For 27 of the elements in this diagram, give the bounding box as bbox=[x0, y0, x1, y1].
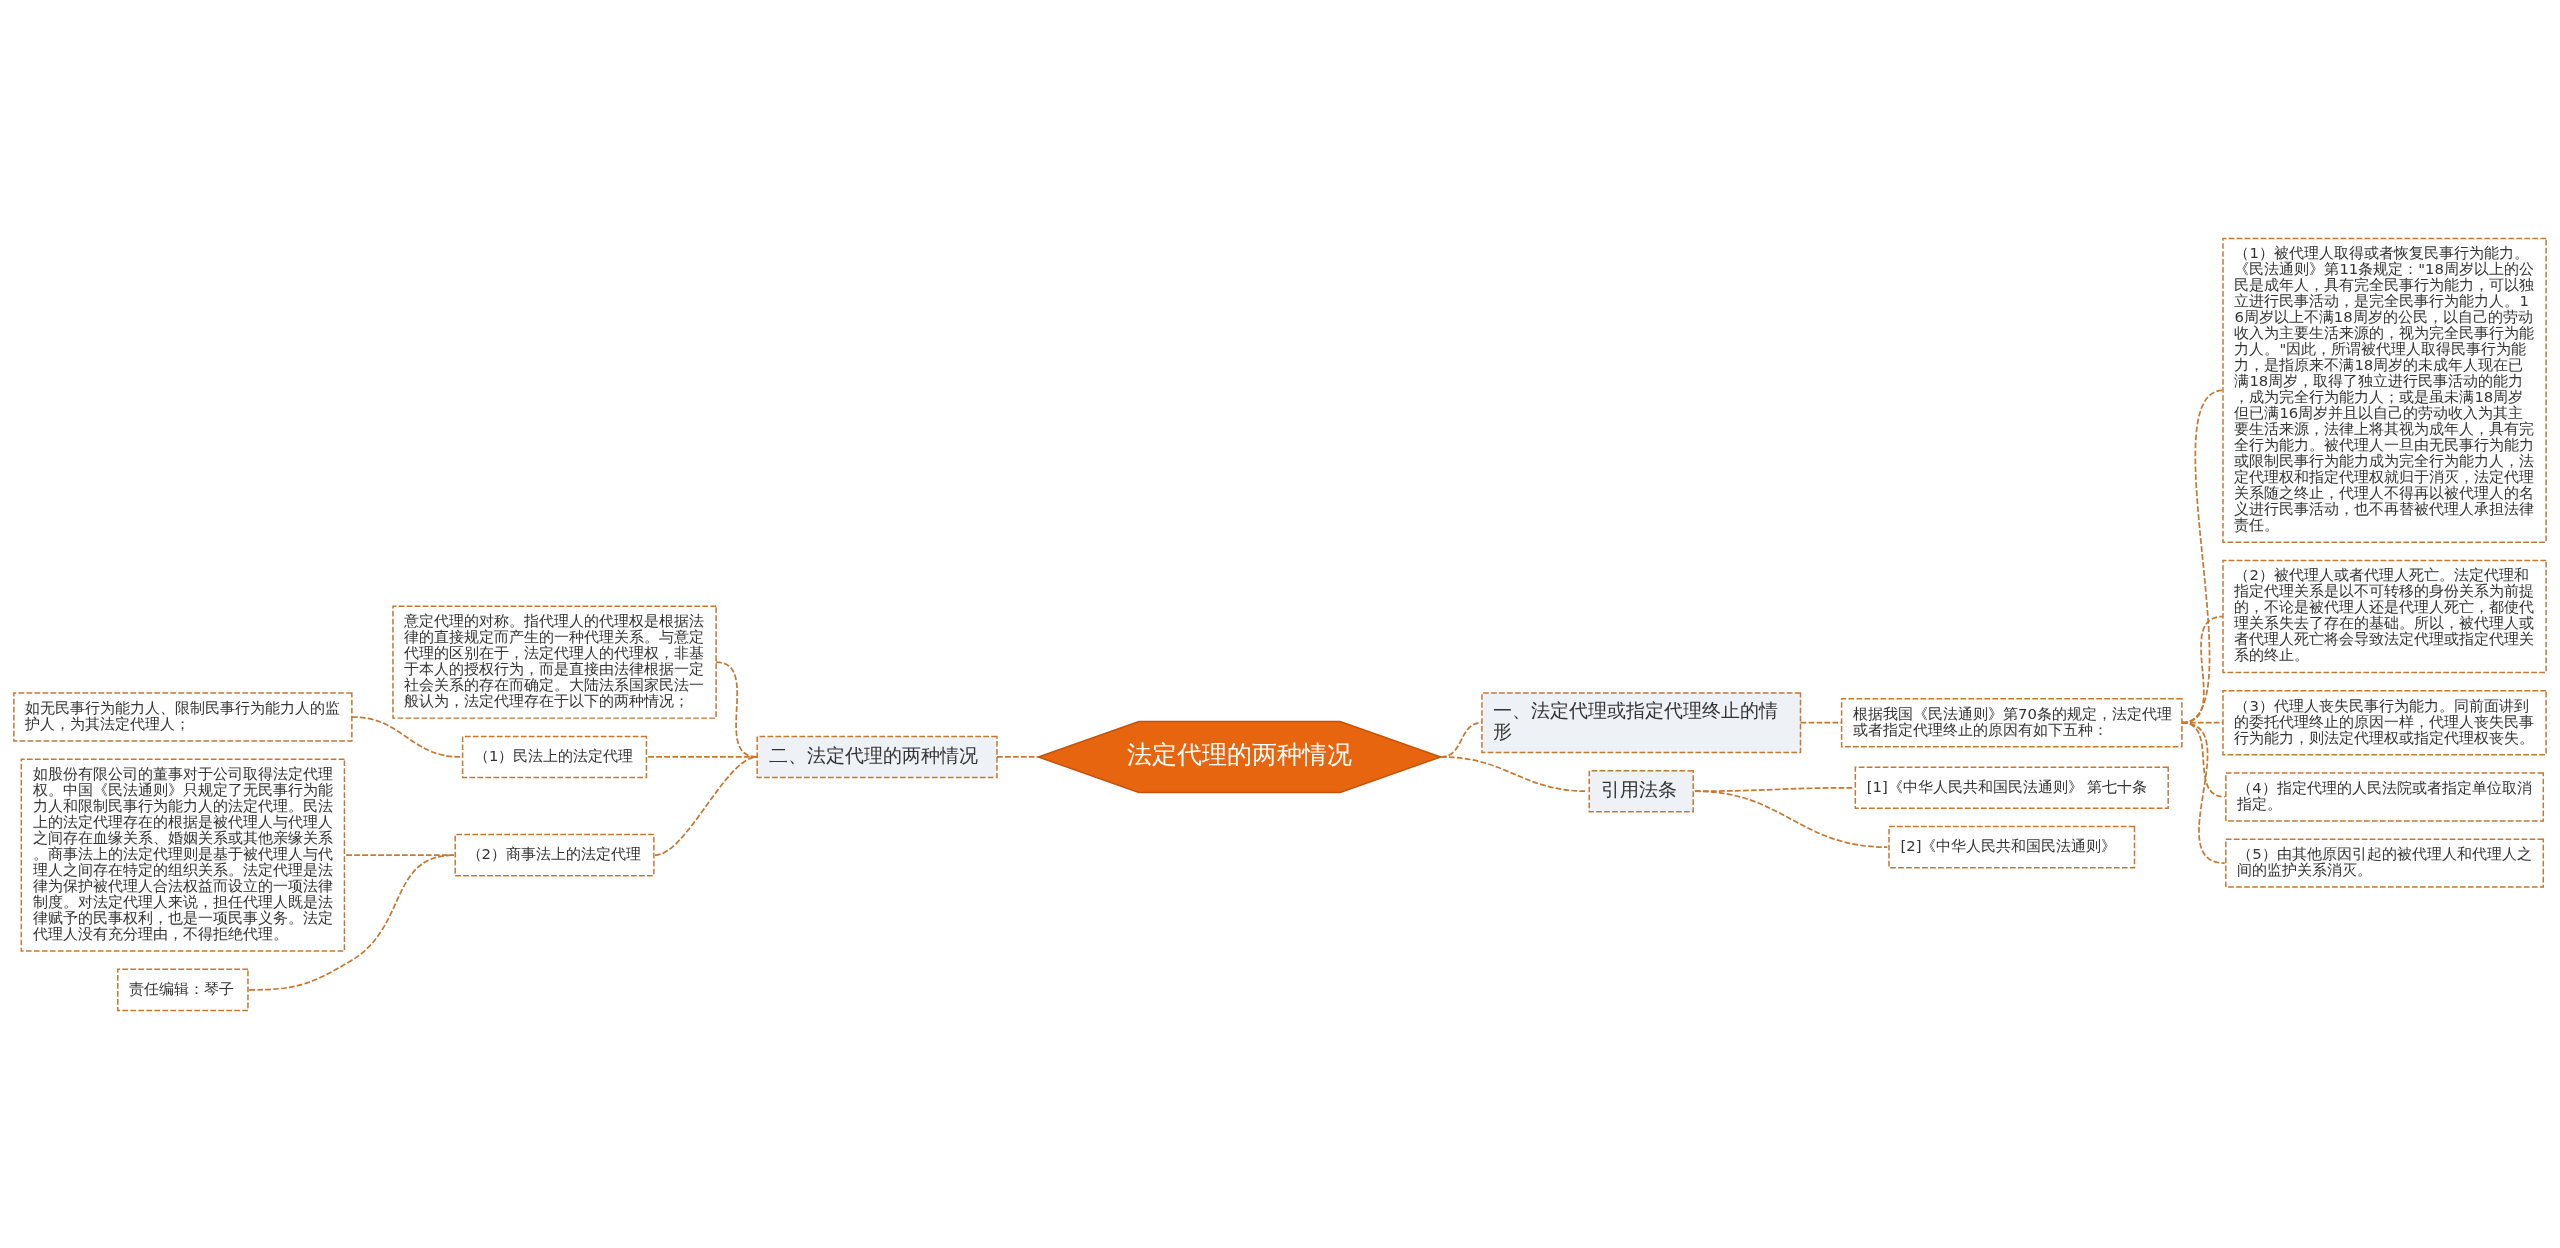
node-box: （1）民法上的法定代理 bbox=[461, 735, 648, 778]
connector bbox=[248, 853, 455, 991]
node-box: 意定代理的对称。指代理人的代理权是根据法律的直接规定而产生的一种代理关系。与意定代理的区别在于，法定代理人的代理权，非基于本人的授权行为，而是直接由法律根据一定社会关系的存在而确定。大陆法系国家民法一般认为，法定代理存在于以下的两种情况； bbox=[392, 605, 717, 719]
node-box: （5）由其他原因引起的被代理人和代理人之间的监护关系消灭。 bbox=[2225, 837, 2544, 888]
node-box: 如无民事行为能力人、限制民事行为能力人的监护人，为其法定代理人； bbox=[13, 691, 353, 742]
node-box: 如股份有限公司的董事对于公司取得法定代理权。中国《民法通则》只规定了无民事行为能力人和限制民事行为能力人的法定代理。民法上的法定代理存在的根据是被代理人与代理人之间存在血缘关系、婚姻关系或其他亲缘关系。商事法上的法定代理则是基于被代理人与代理人之间存在特定的组织关系。法定代理是法律为保护被代理人合法权益而设立的一项法律制度。对法定代理人来说，担任代理人既是法律赋予的民事权利，也是一项民事义务。法定代理人没有充分理由，不得拒绝代理。 bbox=[20, 758, 346, 952]
node-box: 根据我国《民法通则》第70条的规定，法定代理或者指定代理终止的原因有如下五种： bbox=[1840, 697, 2183, 747]
node-box: 一、法定代理或指定代理终止的情形 bbox=[1481, 691, 1802, 753]
connector bbox=[996, 755, 1039, 758]
node-box: （3）代理人丧失民事行为能力。同前面讲到的委托代理终止的原因一样，代理人丧失民事行为能力，则法定代理权或指定代理权丧失。 bbox=[2222, 689, 2547, 755]
connector bbox=[1799, 721, 1843, 724]
node-box: （1）被代理人取得或者恢复民事行为能力。《民法通则》第11条规定："18周岁以上的公民是成年人，具有完全民事行为能力，可以独立进行民事活动，是完全民事行为能力人。16周岁以上不满18周岁的公民，以自己的劳动收入为主要生活来源的，视为完全民事行为能力人。"因此，所谓被代理人取得民事行为能力，是指原来不满18周岁的未成年人现在已满18周岁，取得了独立进行民事活动的能力，成为完全行为能力人；或是虽未满18周岁但已满16周岁并且以自己的劳动收入为其主要生活来源，法律上将其视为成年人，具有完全行为能力。被代理人一旦由无民事行为能力或限制民事行为能力成为完全行为能力人，法定代理权和指定代理权就归于消灭，法定代理关系随之终止，代理人不得再以被代理人的名义进行民事活动，也不再替被代理人承担法律责任。 bbox=[2222, 237, 2547, 543]
node-box: 引用法条 bbox=[1588, 769, 1694, 812]
node-box: （2）被代理人或者代理人死亡。法定代理和指定代理关系是以不可转移的身份关系为前提的，不论是被代理人还是代理人死亡，都使代理关系失去了存在的基础。所以，被代理人或者代理人死亡将会导致法定代理或指定代理关系的终止。 bbox=[2222, 559, 2547, 673]
node-box: （2）商事法上的法定代理 bbox=[454, 833, 655, 876]
connector bbox=[1440, 755, 1589, 792]
connector bbox=[2181, 721, 2226, 864]
connector bbox=[647, 755, 759, 758]
node-box: 二、法定代理的两种情况 bbox=[756, 735, 998, 778]
connector bbox=[1694, 789, 1889, 848]
node-box: [2]《中华人民共和国民法通则》 bbox=[1888, 825, 2136, 868]
node-box: [1]《中华人民共和国民法通则》 第七十条 bbox=[1854, 766, 2169, 809]
connector bbox=[345, 853, 455, 856]
node-box: （4）指定代理的人民法院或者指定单位取消指定。 bbox=[2225, 771, 2544, 822]
connector bbox=[654, 755, 759, 856]
connector bbox=[351, 715, 462, 758]
node-box: 责任编辑：琴子 bbox=[117, 968, 249, 1011]
